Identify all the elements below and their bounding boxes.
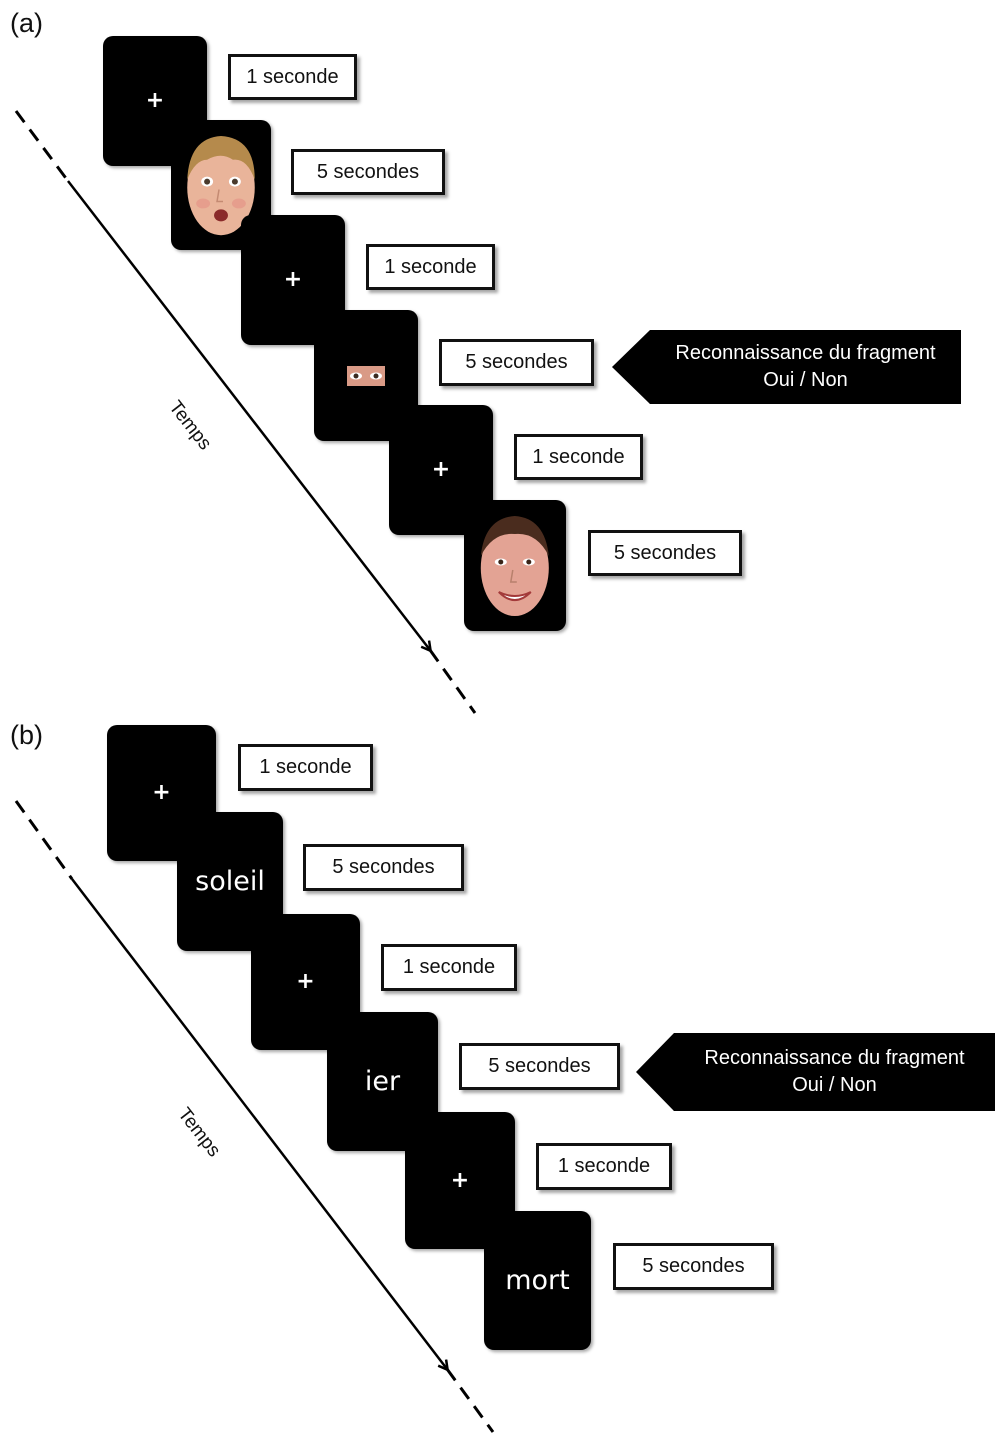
duration-box: 5 secondes xyxy=(588,530,742,576)
duration-box: 1 seconde xyxy=(228,54,357,100)
recognition-callout: Reconnaissance du fragment Oui / Non xyxy=(612,330,961,404)
fixation-cross: + xyxy=(283,267,303,292)
time-axis-b-label: Temps xyxy=(173,1104,225,1162)
duration-box: 5 secondes xyxy=(613,1243,774,1290)
word-fragment: ier xyxy=(364,1066,401,1097)
time-axis-a-label: Temps xyxy=(164,397,216,455)
fixation-cross: + xyxy=(152,780,171,805)
duration-box: 1 seconde xyxy=(381,944,517,991)
duration-box: 5 secondes xyxy=(459,1043,620,1090)
fixation-cross: + xyxy=(450,1167,470,1193)
duration-box: 1 seconde xyxy=(514,434,643,480)
duration-box: 1 seconde xyxy=(366,244,495,290)
word-stimulus: soleil xyxy=(195,866,265,897)
fixation-cross: + xyxy=(431,457,451,482)
face-card xyxy=(464,500,566,631)
boy-face-image xyxy=(187,136,255,236)
callout-line-1: Reconnaissance du fragment xyxy=(675,342,936,364)
recognition-callout: Reconnaissance du fragment Oui / Non xyxy=(636,1033,995,1111)
duration-box: 5 secondes xyxy=(303,844,464,891)
callout-line-2: Oui / Non xyxy=(763,369,848,391)
word-card: mort xyxy=(484,1211,591,1350)
fixation-cross: + xyxy=(296,969,315,994)
panel-a-label: (a) xyxy=(10,8,43,38)
girl-face-image xyxy=(480,516,550,617)
fixation-cross: + xyxy=(145,88,165,113)
callout-line-2: Oui / Non xyxy=(792,1074,877,1096)
duration-box: 1 seconde xyxy=(536,1143,672,1190)
duration-box: 1 seconde xyxy=(238,744,373,791)
panel-b-label: (b) xyxy=(10,720,43,750)
duration-box: 5 secondes xyxy=(291,149,445,195)
callout-line-1: Reconnaissance du fragment xyxy=(704,1047,965,1069)
eyes-fragment-image xyxy=(347,365,385,386)
word-stimulus: mort xyxy=(505,1265,570,1296)
duration-box: 5 secondes xyxy=(439,339,594,386)
